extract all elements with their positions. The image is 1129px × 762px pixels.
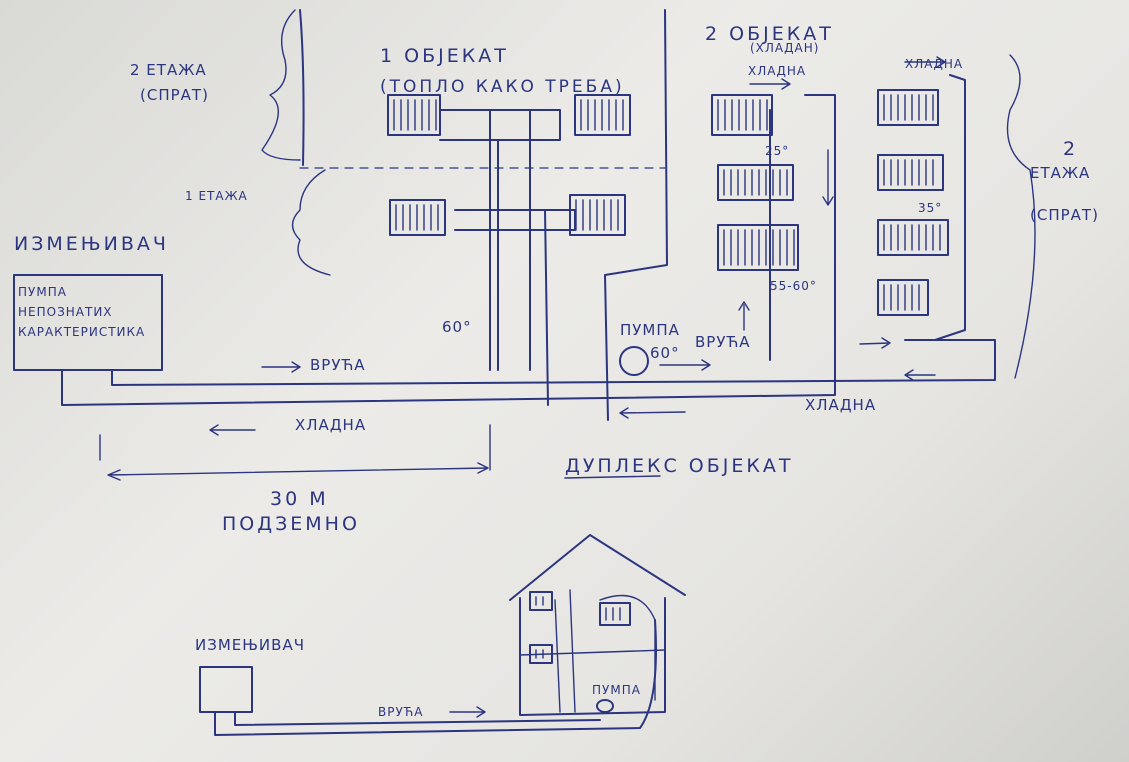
- pump-line2: НЕПОЗНАТИХ: [18, 305, 113, 319]
- radiator: [574, 94, 631, 136]
- brace-floor1: [291, 169, 331, 276]
- hot-pipe-label: ВРУЋА: [310, 356, 366, 374]
- cold-top-right: ХЛАДНА: [905, 57, 963, 71]
- cold-top-left: ХЛАДНА: [748, 64, 806, 78]
- object1-floor2-sub: (СПРАТ): [140, 86, 209, 104]
- temp-55-60: 55-60°: [770, 279, 817, 293]
- radiator: [529, 644, 553, 664]
- object2-subtitle: (ХЛАДАН): [750, 41, 819, 55]
- sketch-exchanger: ИЗМЕЊИВАЧ: [195, 636, 305, 654]
- pump-line1: ПУМПА: [18, 285, 67, 299]
- brace-floor2: [261, 9, 301, 161]
- object1-floor1: 1 ЕТАЖА: [185, 189, 248, 203]
- radiator: [711, 94, 773, 136]
- object2-floor2-b: ЕТАЖА: [1030, 164, 1090, 182]
- brace-object2: [1006, 54, 1036, 379]
- object2-cold: ХЛАДНА: [805, 396, 876, 414]
- radiator: [877, 89, 939, 126]
- temp-25: 25°: [765, 144, 789, 158]
- object1-subtitle: (ТОПЛО КАКО ТРЕБА): [380, 77, 625, 97]
- radiator: [877, 154, 944, 191]
- object2-floor2-sub: (СПРАТ): [1030, 206, 1099, 224]
- pump-symbol: [619, 346, 649, 376]
- object2-hot: ВРУЋА: [695, 333, 751, 351]
- wall: [604, 9, 668, 421]
- radiator: [877, 219, 949, 256]
- distance-label: 30 М: [270, 488, 329, 510]
- temp-35: 35°: [918, 201, 942, 215]
- radiator: [529, 591, 553, 611]
- radiator: [717, 164, 794, 201]
- object1-title: 1 ОБЈЕКАТ: [380, 45, 509, 67]
- cold-pipe-label: ХЛАДНА: [295, 416, 366, 434]
- underground-label: ПОДЗЕМНО: [222, 513, 360, 535]
- sketch-hot: ВРУЋА: [378, 705, 423, 719]
- radiators: [387, 89, 949, 664]
- wall: [299, 9, 305, 166]
- radiator: [877, 279, 929, 316]
- object2-pump-temp: 60°: [650, 344, 680, 362]
- radiator: [599, 602, 631, 626]
- duplex-label: ДУПЛЕКС ОБЈЕКАТ: [565, 455, 794, 477]
- object1-temp: 60°: [442, 318, 472, 336]
- object2-title: 2 ОБЈЕКАТ: [705, 23, 834, 45]
- sketch-pump: ПУМПА: [592, 683, 641, 697]
- radiator: [389, 199, 446, 236]
- object2-pump: ПУМПА: [620, 321, 680, 339]
- radiator: [569, 194, 626, 236]
- radiator: [717, 224, 799, 271]
- exchanger-box: [13, 274, 163, 371]
- object1-floor2: 2 ЕТАЖА: [130, 61, 207, 79]
- exchanger-label: ИЗМЕЊИВАЧ: [14, 233, 169, 255]
- diagram-lines: [13, 9, 1036, 736]
- radiator: [387, 94, 441, 136]
- pump-line3: КАРАКТЕРИСТИКА: [18, 325, 145, 339]
- object2-floor2: 2: [1063, 138, 1078, 160]
